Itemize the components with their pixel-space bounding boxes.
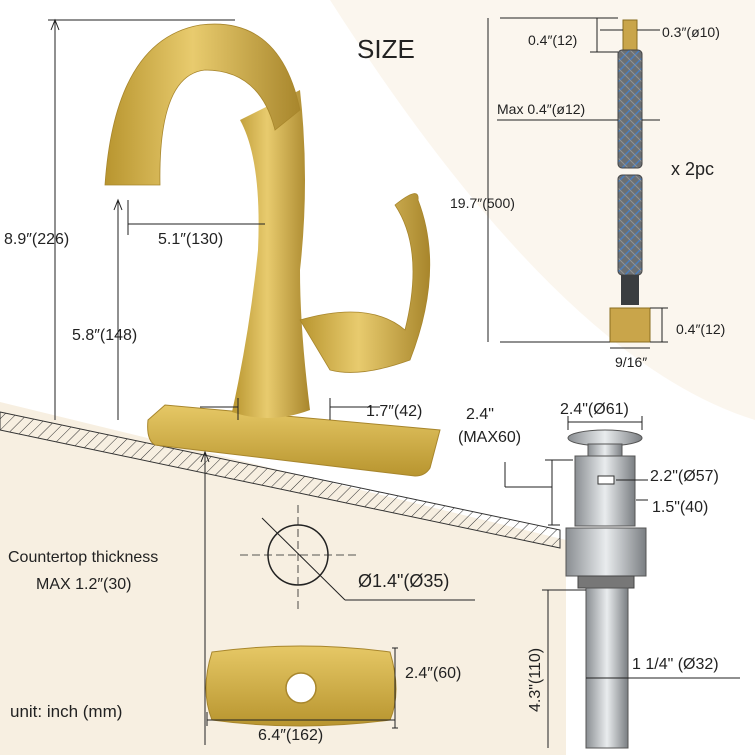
deck-plate-diagram [205,645,398,729]
hose-illustration [609,19,651,343]
faucet-spout-height-label: 5.8″(148) [72,327,138,344]
hose-length-label: 19.7″(500) [450,195,515,211]
drain-body-diameter-label: 2.2"(Ø57) [650,468,719,485]
drain-max-thickness-label: 2.4" [466,406,494,423]
hole-diameter-label: Ø1.4"(Ø35) [358,571,450,591]
diagram-title: SIZE [357,34,415,64]
countertop-max-label: MAX 1.2″(30) [36,576,132,593]
unit-note: unit: inch (mm) [10,702,123,721]
faucet-illustration [104,23,441,477]
hose-nut-length-label: 0.4″(12) [676,321,726,337]
drain-tail-diameter-label: 1 1/4" (Ø32) [632,656,719,673]
hose-top-diameter-label: 0.3″(ø10) [662,24,720,40]
faucet-base-diameter-label: 1.7″(42) [366,403,423,420]
drain-max-thickness-mm-label: (MAX60) [458,429,522,446]
countertop-surface [0,402,566,755]
hose-nut-size-label: 9/16″ [615,354,648,370]
faucet-height-label: 8.9″(226) [4,231,70,248]
hose-quantity-label: x 2pc [671,159,715,179]
hose-dim-lines [487,17,668,349]
hose-top-length-label: 0.4″(12) [528,32,578,48]
drain-tail-length-label: 4.3"(110) [527,647,544,712]
drain-dim-lines [504,416,740,748]
countertop-thickness-label: Countertop thickness [8,549,159,566]
hole-diagram [240,505,475,610]
deck-plate-width-label: 6.4″(162) [258,727,324,744]
countertop-hatch [0,411,561,549]
deck-plate-height-label: 2.4″(60) [405,665,462,682]
faucet-reach-label: 5.1″(130) [158,231,224,248]
faucet-dim-lines [48,18,380,745]
drain-neck-height-label: 1.5"(40) [652,499,709,516]
drain-illustration [565,429,647,749]
drain-cap-diameter-label: 2.4"(Ø61) [560,401,629,418]
hose-max-diameter-label: Max 0.4″(ø12) [497,101,586,117]
